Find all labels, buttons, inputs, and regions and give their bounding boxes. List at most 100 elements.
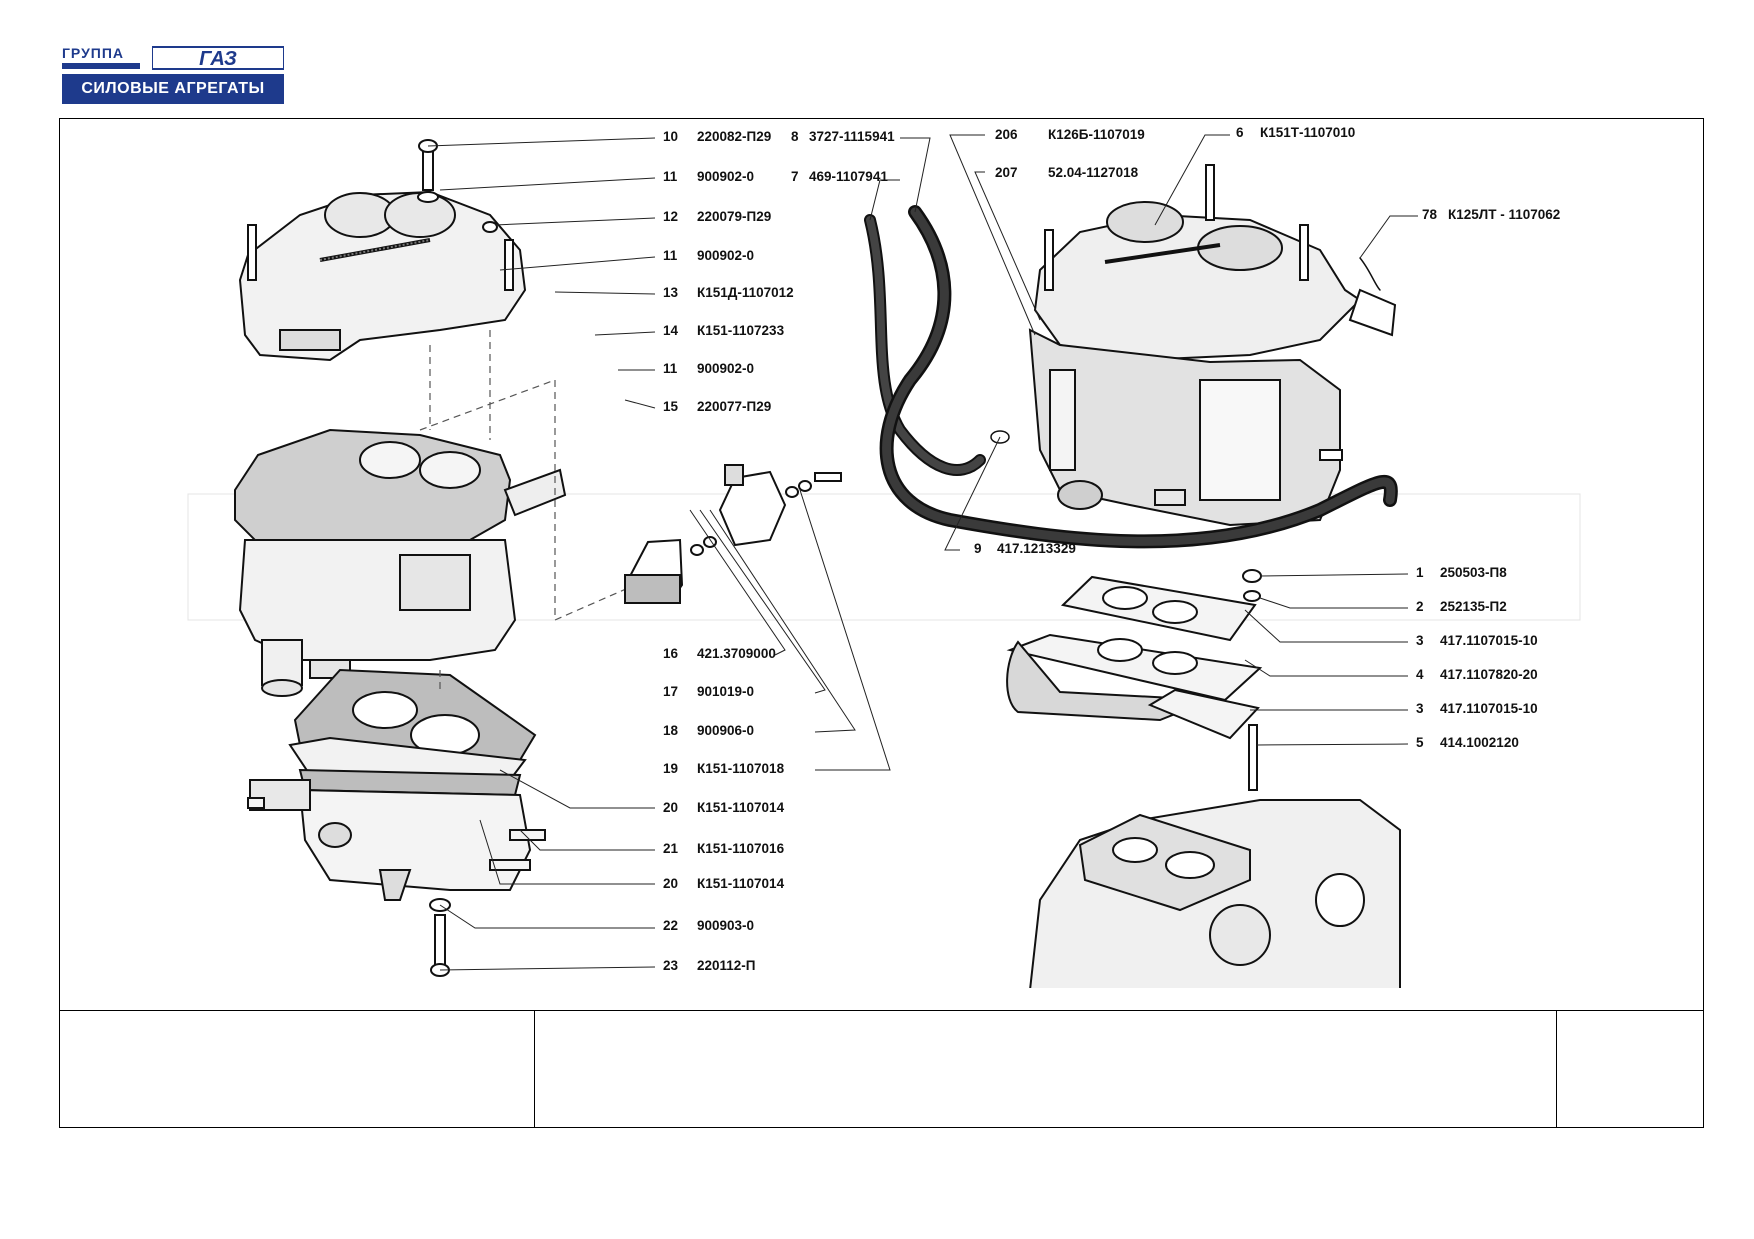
callout-part-number: 417.1107015-10 — [1440, 701, 1538, 716]
callout-part-number: 900902-0 — [697, 169, 754, 184]
title-block-top-line — [59, 1010, 1704, 1011]
leader-line — [1154, 134, 1230, 226]
callout-part-number: 220077-П29 — [697, 399, 771, 414]
gasket-stack-part — [288, 668, 537, 797]
callout-number: 5 — [1416, 735, 1424, 750]
callout-number: 7 — [791, 169, 799, 184]
callout-number: 23 — [663, 958, 679, 973]
callout-number: 20 — [663, 876, 678, 891]
callout-part-number: 417.1107820-20 — [1440, 667, 1538, 682]
callout-part-number: К126Б-1107019 — [1048, 127, 1145, 142]
manifold-mask — [1028, 988, 1408, 1004]
leader-line — [1256, 743, 1409, 746]
callout-number: 4 — [1416, 667, 1424, 682]
callout-part-number: 252135-П2 — [1440, 599, 1507, 614]
leader-line — [1259, 597, 1408, 609]
nut-and-stud-part — [1242, 569, 1262, 791]
leader-line — [519, 829, 655, 851]
leader-line — [709, 509, 856, 733]
logo-brand-text: ГАЗ — [199, 48, 237, 70]
leader-line — [1359, 215, 1418, 259]
logo-top-row: ГРУППА ГАЗ — [62, 45, 284, 71]
callout-number: 6 — [1236, 125, 1244, 140]
callout-number: 207 — [995, 165, 1018, 180]
alignment-lines — [419, 330, 636, 690]
callout-part-number: 900903-0 — [697, 918, 754, 933]
callout-part-number: 220079-П29 — [697, 209, 771, 224]
title-block-divider-right — [1556, 1010, 1557, 1128]
switch-bracket-part — [624, 464, 842, 604]
callout-number: 13 — [663, 285, 679, 300]
callout-part-number: 250503-П8 — [1440, 565, 1507, 580]
callout-part-number: 417.1107015-10 — [1440, 633, 1538, 648]
leader-line — [594, 331, 656, 336]
callout-number: 20 — [663, 800, 678, 815]
callout-number: 19 — [663, 761, 678, 776]
callout-part-number: К151-1107233 — [697, 323, 785, 338]
callout-part-number: К151Т-1107010 — [1260, 125, 1355, 140]
callout-number: 16 — [663, 646, 679, 661]
callout-part-number: 220082-П29 — [697, 129, 771, 144]
callout-part-number: 900902-0 — [697, 361, 754, 376]
callout-part-number: 421.3709000 — [697, 646, 776, 661]
leader-line — [1259, 573, 1409, 577]
float-chamber-part — [247, 779, 546, 901]
callout-number: 10 — [663, 129, 678, 144]
background-band — [187, 493, 1581, 621]
gaz-logo: ГРУППА ГАЗ СИЛОВЫЕ АГРЕГАТЫ — [62, 45, 284, 105]
leader-line — [427, 137, 656, 147]
leader-line — [499, 769, 655, 809]
callout-part-number: 900906-0 — [697, 723, 754, 738]
callout-part-number: 3727-1115941 — [809, 129, 895, 144]
leader-line — [499, 256, 656, 271]
callout-part-number: К151-1107014 — [697, 800, 785, 815]
callout-number: 11 — [663, 361, 678, 376]
drawing-frame — [59, 118, 1704, 1128]
callout-number: 3 — [1416, 633, 1424, 648]
callout-number: 11 — [663, 169, 678, 184]
callout-number: 206 — [995, 127, 1018, 142]
callout-number: 14 — [663, 323, 679, 338]
leader-line — [949, 134, 1036, 336]
logo-group-text: ГРУППА — [62, 45, 125, 61]
callout-number: 11 — [663, 248, 678, 263]
carburetor-body-part — [234, 428, 567, 697]
callout-part-number: 52.04-1127018 — [1048, 165, 1139, 180]
leader-line — [1244, 609, 1408, 643]
leader-line — [699, 509, 826, 694]
title-block-divider-left — [534, 1010, 535, 1128]
callout-number: 17 — [663, 684, 678, 699]
callout-part-number: К125ЛТ - 1107062 — [1448, 207, 1560, 222]
callout-part-number: К151-1107018 — [697, 761, 785, 776]
callout-part-number: К151-1107016 — [697, 841, 785, 856]
logo-division: СИЛОВЫЕ АГРЕГАТЫ — [62, 74, 284, 104]
leader-line — [1244, 659, 1408, 677]
leader-line — [439, 904, 655, 929]
callout-number: 2 — [1416, 599, 1424, 614]
callout-number: 18 — [663, 723, 679, 738]
mounting-gasket-part — [1006, 575, 1263, 740]
callout-part-number: 901019-0 — [697, 684, 754, 699]
bottom-screw-part — [429, 898, 451, 977]
assembled-carburetor-part — [1028, 164, 1397, 527]
logo-brand-mark: ГАЗ — [152, 46, 284, 70]
callout-part-number: 469-1107941 — [809, 169, 888, 184]
callout-number: 21 — [663, 841, 679, 856]
leader-line — [900, 137, 931, 213]
callout-part-number: К151-1107014 — [697, 876, 785, 891]
callout-number: 9 — [974, 541, 982, 556]
leader-line — [869, 179, 900, 221]
leader-line — [974, 171, 1041, 321]
leader-line — [439, 966, 656, 971]
leader-line — [439, 177, 656, 191]
leader-line — [554, 291, 656, 295]
logo-group-bar — [62, 63, 140, 69]
leader-line — [689, 509, 786, 656]
callout-part-number: К151Д-1107012 — [697, 285, 794, 300]
leader-line — [494, 217, 656, 226]
callout-number: 3 — [1416, 701, 1424, 716]
callout-part-number: 900902-0 — [697, 248, 754, 263]
leader-line — [944, 436, 1001, 551]
